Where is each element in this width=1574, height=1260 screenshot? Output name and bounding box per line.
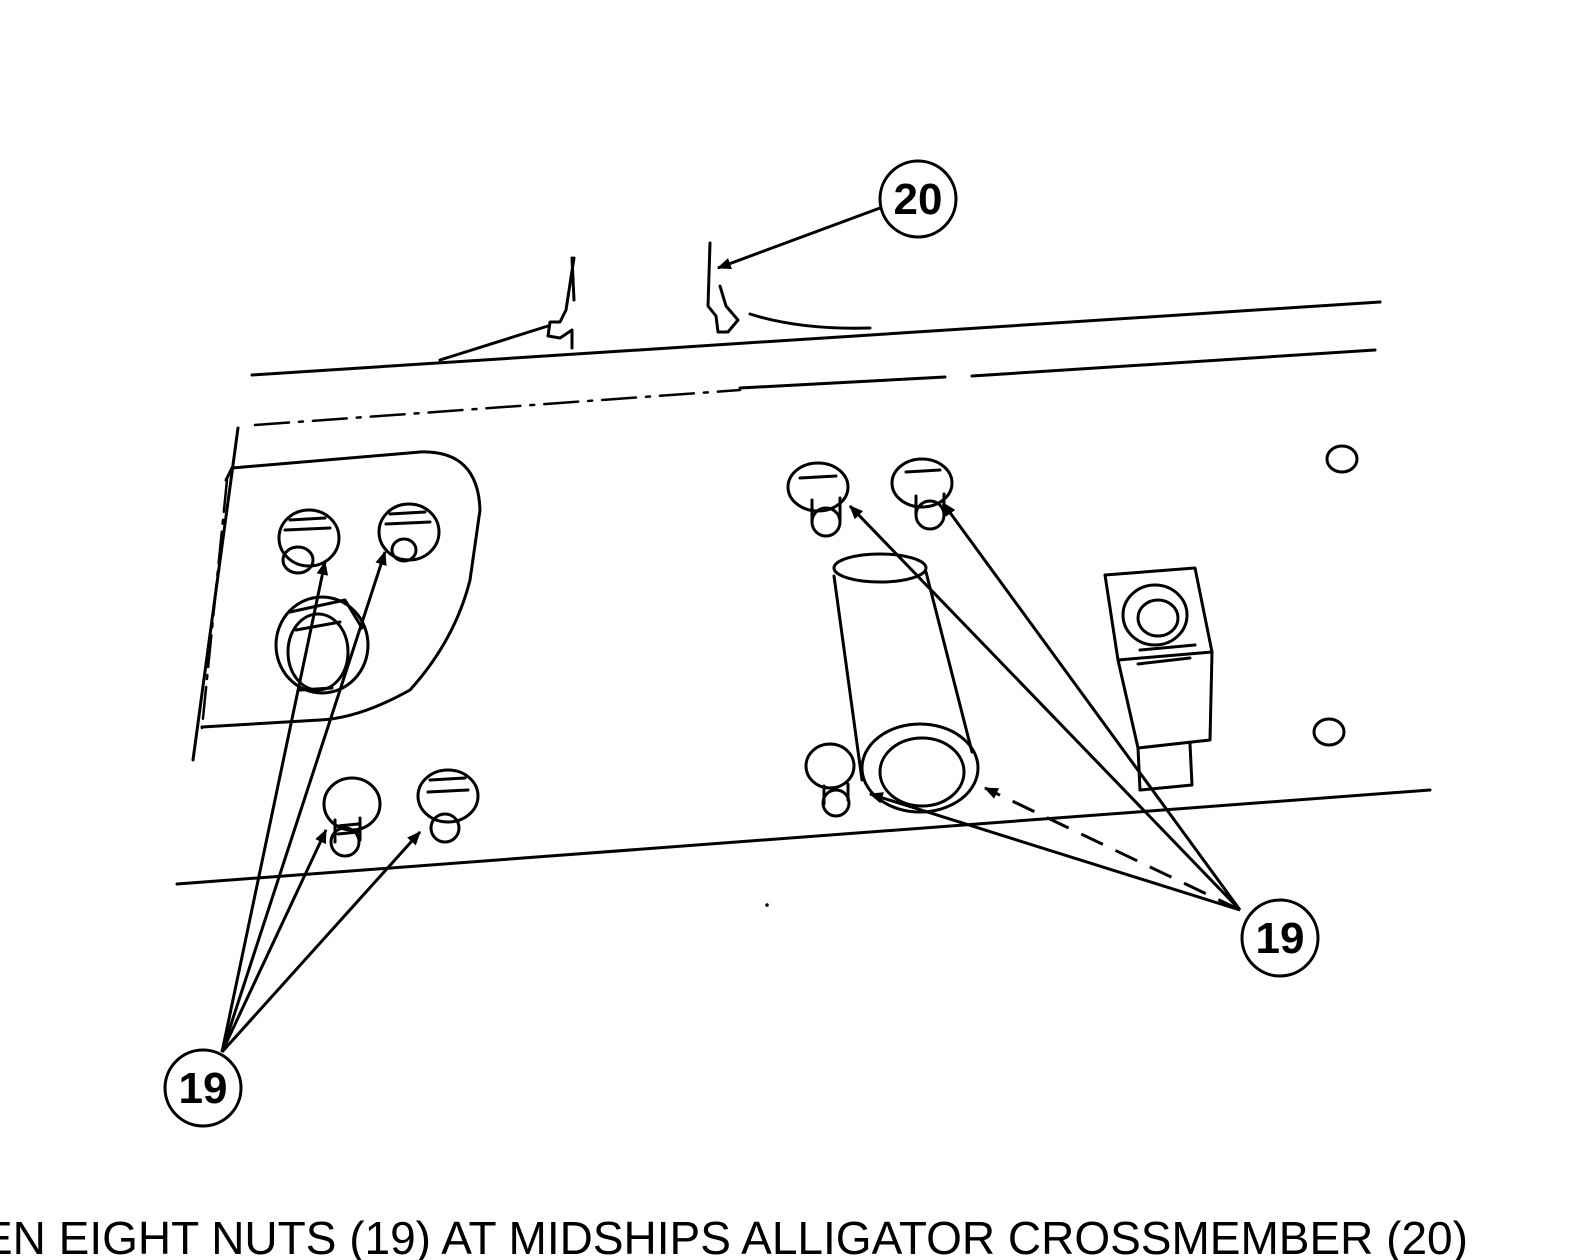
callout-19-right-label: 19 [1256, 914, 1305, 963]
frame-rail-left-end [191, 426, 240, 762]
callout-20-label: 20 [894, 175, 943, 224]
nut-lower-right [804, 742, 856, 818]
nut-upper-left-1 [277, 508, 341, 575]
frame-rail-top-edge [250, 300, 1382, 377]
caption-text: EN EIGHT NUTS (19) AT MIDSHIPS ALLIGATOR… [0, 1212, 1468, 1260]
leader-lines [220, 206, 1242, 1054]
callout-19-right: 19 [1240, 898, 1320, 978]
frame-rail-bottom-edge [175, 788, 1432, 886]
right-bracket [1103, 566, 1214, 792]
cylinder-spacer [832, 552, 980, 814]
callout-20: 20 [878, 159, 958, 239]
frame-hole-lower [1312, 717, 1346, 747]
nut-upper-left-2 [377, 502, 441, 563]
nut-lower-left-2 [416, 768, 480, 844]
nut-upper-right-2 [890, 457, 954, 531]
left-bushing [274, 595, 370, 695]
stray-dot [765, 903, 769, 907]
frame-rail-flange-line [738, 348, 1377, 390]
callout-19-left-label: 19 [179, 1064, 228, 1113]
frame-hidden-line [253, 388, 742, 427]
left-mounting-plate [200, 450, 482, 729]
nut-lower-left-1 [322, 776, 382, 858]
frame-hole-upper [1325, 444, 1359, 474]
alligator-crossmember [438, 241, 872, 362]
callout-19-left: 19 [163, 1048, 243, 1128]
nut-upper-right-1 [786, 461, 850, 538]
